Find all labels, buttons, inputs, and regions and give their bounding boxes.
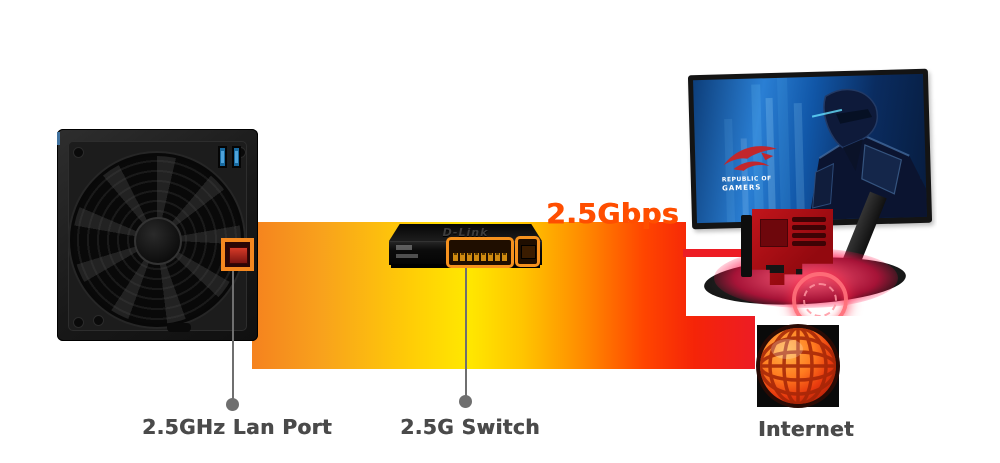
screw-icon xyxy=(73,317,84,328)
nas-usb-ports xyxy=(218,146,242,168)
rog-logo-icon xyxy=(723,146,777,171)
switch-label: 2.5G Switch xyxy=(400,415,540,439)
rj45-port-icon xyxy=(481,253,486,261)
nas-edge-accent xyxy=(57,132,60,145)
switch-device: D-Link xyxy=(389,224,542,269)
card-pcb xyxy=(752,209,833,285)
card-vent xyxy=(792,225,826,230)
switch-front-label xyxy=(396,254,418,258)
screw-icon xyxy=(93,315,104,326)
card-edge-detail xyxy=(796,269,812,279)
switch-top-panel xyxy=(389,224,542,241)
nas-connector-dot xyxy=(226,398,239,411)
monitor-screen: REPUBLIC OF GAMERS xyxy=(693,73,927,224)
rog-text-line2: GAMERS xyxy=(721,183,762,193)
nas-handle-slot xyxy=(167,323,191,332)
switch-front-label xyxy=(396,245,412,250)
card-bracket xyxy=(741,215,752,277)
switch-brand-logo: D-Link xyxy=(442,226,489,239)
switch-ports-highlight xyxy=(446,237,514,268)
rj45-port-icon xyxy=(460,253,465,261)
rog-logo-text: REPUBLIC OF GAMERS xyxy=(721,175,772,193)
lan-port-icon xyxy=(229,247,248,264)
lan-port-highlight xyxy=(221,238,254,271)
card-edge-detail xyxy=(766,265,784,273)
switch-uplink-port-highlight xyxy=(515,236,540,267)
card-connector-line xyxy=(683,249,759,257)
lan-port-label: 2.5GHz Lan Port xyxy=(142,415,332,439)
network-card xyxy=(741,209,833,289)
card-chip xyxy=(760,219,788,247)
nas-connector-line xyxy=(232,271,234,401)
monitor-device: REPUBLIC OF GAMERS xyxy=(687,68,933,230)
rj45-port-icon xyxy=(502,253,507,261)
switch-connector-line xyxy=(465,268,467,396)
rj45-port-icon xyxy=(453,253,458,261)
uplink-port-icon xyxy=(521,245,536,259)
switch-connector-dot xyxy=(459,395,472,408)
card-vent xyxy=(792,233,826,238)
rj45-port-icon xyxy=(467,253,472,261)
screw-icon xyxy=(73,147,84,158)
rj45-port-icon xyxy=(495,253,500,261)
globe-graphic xyxy=(756,324,840,408)
card-vent xyxy=(792,241,826,246)
nas-device xyxy=(57,129,258,341)
rj45-port-icon xyxy=(488,253,493,261)
internet-label: Internet xyxy=(757,417,855,441)
rj45-port-icon xyxy=(474,253,479,261)
usb-port-icon xyxy=(232,146,241,168)
nas-fan-hub xyxy=(134,217,182,265)
usb-port-icon xyxy=(218,146,227,168)
rog-emblem-ring xyxy=(792,272,848,316)
internet-globe-icon xyxy=(751,319,845,413)
speed-label: 2.5Gbps xyxy=(546,197,679,230)
card-vent xyxy=(792,217,826,222)
